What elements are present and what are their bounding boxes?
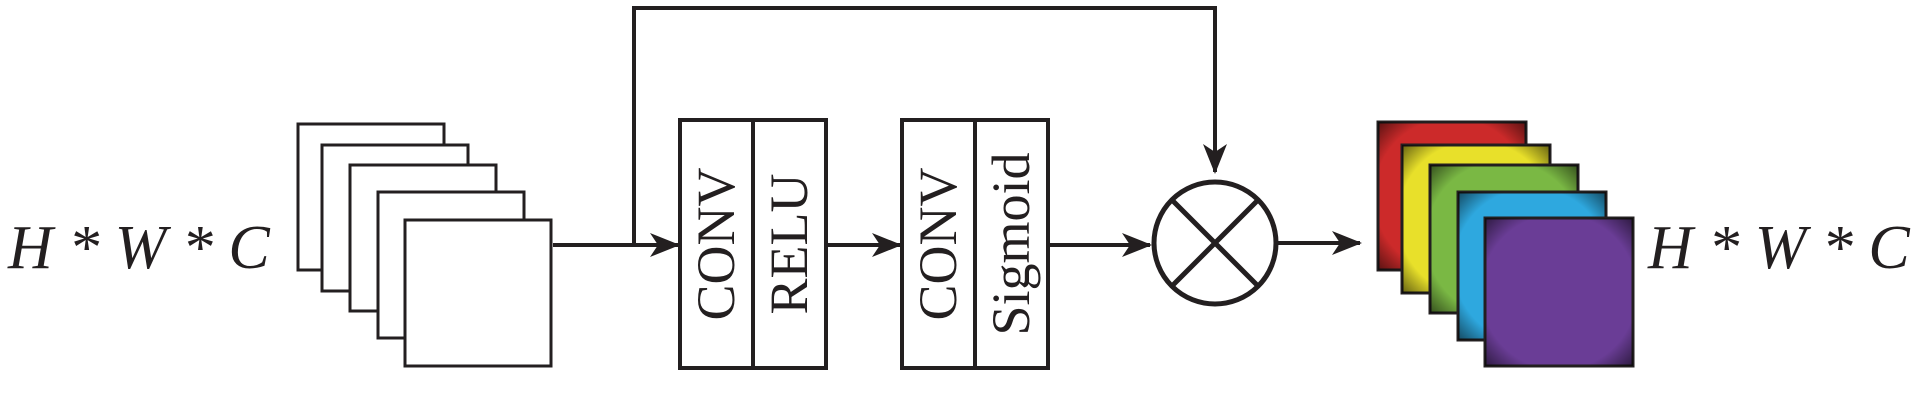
input-feature-map (403, 218, 553, 368)
block1-relu-label: RELU (759, 174, 819, 315)
multiply-icon (1151, 179, 1279, 307)
block1-conv-label: CONV (686, 167, 746, 320)
input-feature-map-stack (296, 122, 553, 368)
block2-conv-label: CONV (908, 167, 968, 320)
conv-sigmoid-block: CONV Sigmoid (900, 118, 1050, 370)
conv-relu-block: CONV RELU (678, 118, 828, 370)
skip-connection-arrow (632, 6, 1227, 245)
block2-sigmoid-label: Sigmoid (981, 152, 1041, 335)
output-feature-map-shading (1485, 218, 1633, 366)
input-dimension-label: H * W * C (7, 214, 270, 282)
output-feature-map-stack (1376, 120, 1635, 368)
output-dimension-label: H * W * C (1647, 214, 1910, 282)
